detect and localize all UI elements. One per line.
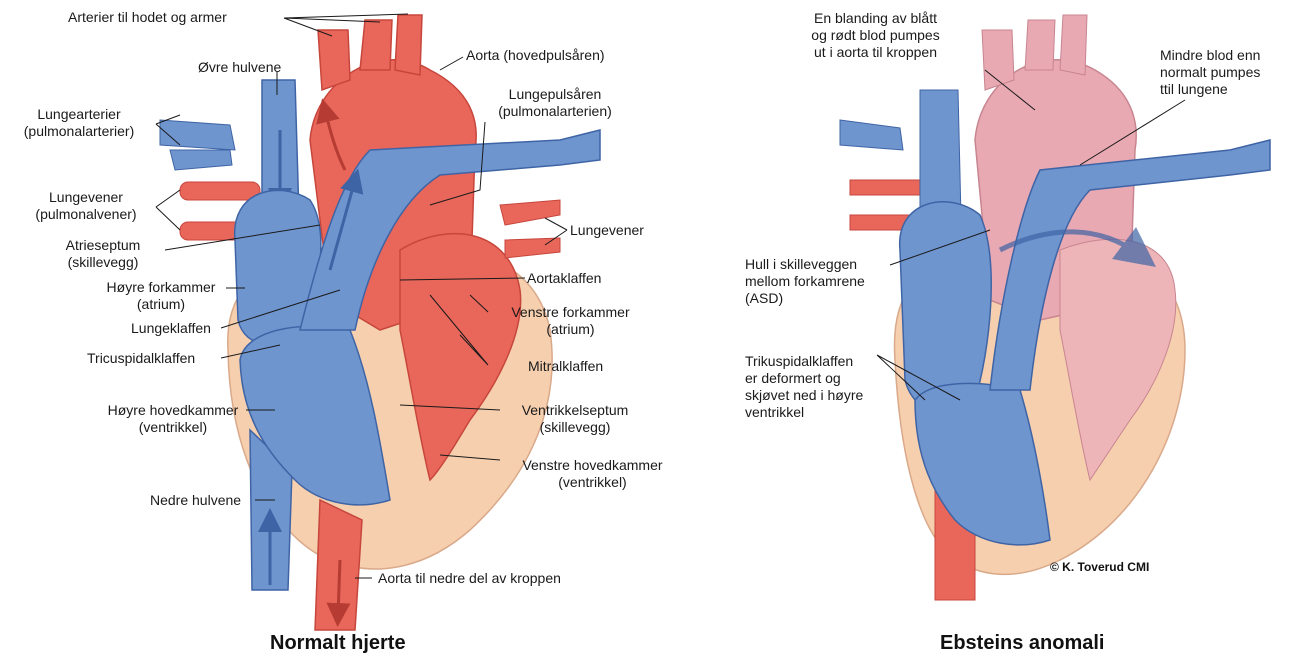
label-triku-line1: Trikuspidalklaffen [745,353,863,370]
label-aortaklaffen: Aortaklaffen [527,270,601,287]
label-atrieseptum: Atrieseptum (skillevegg) [42,237,164,271]
label-mindre-line2: normalt pumpes [1160,64,1260,81]
label-lungepulsaren: Lungepulsåren (pulmonalarterien) [480,86,630,120]
label-lungevener-right: Lungevener [570,222,644,239]
label-hoyre-hovedkammer-line1: Høyre hovedkammer [100,402,246,419]
label-lungearterier-line2: (pulmonalarterier) [4,123,154,140]
label-mitralklaffen: Mitralklaffen [528,358,603,375]
label-aorta-nedre: Aorta til nedre del av kroppen [378,570,561,587]
label-venstre-forkammer-line1: Venstre forkammer [488,304,653,321]
label-lungepulsaren-line2: (pulmonalarterien) [480,103,630,120]
label-venstre-hovedkammer: Venstre hovedkammer (ventrikkel) [500,457,685,491]
label-trikuspidalklaffen: Trikuspidalklaffen er deformert og skjøv… [745,353,863,421]
pulmonary-veins-left [180,182,260,200]
label-venstre-forkammer: Venstre forkammer (atrium) [488,304,653,338]
label-hull-line1: Hull i skilleveggen [745,256,865,273]
label-venstre-hovedkammer-line2: (ventrikkel) [500,474,685,491]
label-hoyre-hovedkammer: Høyre hovedkammer (ventrikkel) [100,402,246,436]
label-triku-line3: skjøvet ned i høyre [745,387,863,404]
label-lungevener-left: Lungevener (pulmonalvener) [18,189,154,223]
label-lungearterier-line1: Lungearterier [4,106,154,123]
label-tricuspidalklaffen: Tricuspidalklaffen [87,350,195,367]
label-blanding-line1: En blanding av blått [778,10,973,27]
label-mindre-line3: ttil lungene [1160,81,1260,98]
title-ebsteins-anomali: Ebsteins anomali [940,632,1105,655]
label-ventrikkelseptum: Ventrikkelseptum (skillevegg) [500,402,650,436]
label-lungeklaffen: Lungeklaffen [131,320,211,337]
label-lungearterier: Lungearterier (pulmonalarterier) [4,106,154,140]
title-normalt-hjerte: Normalt hjerte [270,632,406,655]
label-hull-line2: mellom forkamrene [745,273,865,290]
ebstein-heart-drawing [840,15,1270,600]
label-blanding-line2: og rødt blod pumpes [778,27,973,44]
label-ventrikkelseptum-line2: (skillevegg) [500,419,650,436]
label-hoyre-hovedkammer-line2: (ventrikkel) [100,419,246,436]
label-hoyre-forkammer: Høyre forkammer (atrium) [97,279,225,313]
label-hoyre-forkammer-line2: (atrium) [97,296,225,313]
label-arterier-hode: Arterier til hodet og armer [68,9,227,26]
label-hull-line3: (ASD) [745,290,865,307]
label-triku-line2: er deformert og [745,370,863,387]
label-atrieseptum-line2: (skillevegg) [42,254,164,271]
label-mindre-line1: Mindre blod enn [1160,47,1260,64]
label-venstre-forkammer-line2: (atrium) [488,321,653,338]
label-aorta: Aorta (hovedpulsåren) [466,47,605,64]
label-blanding: En blanding av blått og rødt blod pumpes… [778,10,973,61]
copyright-credit: © K. Toverud CMI [1050,560,1149,574]
label-mindre-blod: Mindre blod enn normalt pumpes ttil lung… [1160,47,1260,98]
label-triku-line4: ventrikkel [745,404,863,421]
label-blanding-line3: ut i aorta til kroppen [778,44,973,61]
label-lungepulsaren-line1: Lungepulsåren [480,86,630,103]
label-nedre-hulvene: Nedre hulvene [150,492,241,509]
label-lungevener-left-line2: (pulmonalvener) [18,206,154,223]
label-hoyre-forkammer-line1: Høyre forkammer [97,279,225,296]
label-ovre-hulvene: Øvre hulvene [198,59,281,76]
label-venstre-hovedkammer-line1: Venstre hovedkammer [500,457,685,474]
label-ventrikkelseptum-line1: Ventrikkelseptum [500,402,650,419]
label-lungevener-left-line1: Lungevener [18,189,154,206]
label-hull-skilleveggen: Hull i skilleveggen mellom forkamrene (A… [745,256,865,307]
label-atrieseptum-line1: Atrieseptum [42,237,164,254]
